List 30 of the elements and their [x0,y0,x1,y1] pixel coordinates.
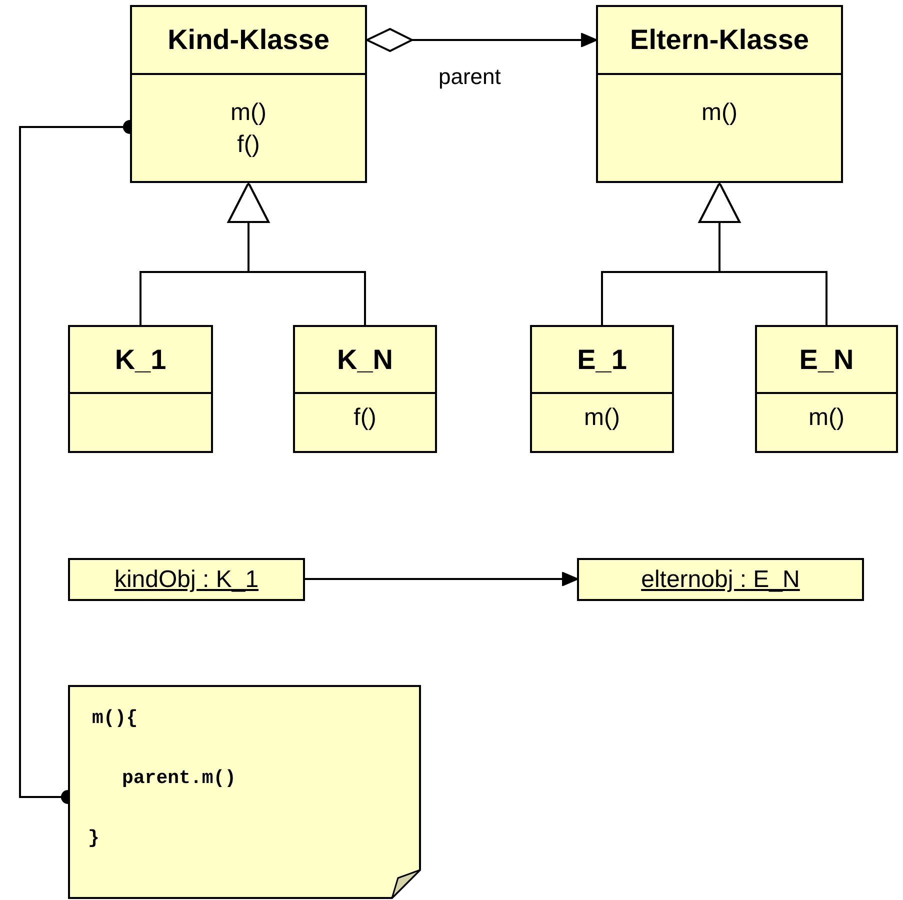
class-name: E_1 [577,344,627,376]
aggregation-arrow [366,28,597,52]
method-name: m() [808,403,844,433]
class-box [530,325,674,453]
class-box [130,5,367,183]
note-box [68,685,421,899]
generalization-arrow [228,182,366,325]
association-arrow [305,572,578,586]
object-box [68,558,305,601]
generalization-arrow [698,182,828,325]
method-name: f() [354,403,376,433]
code-line: m(){ [92,707,138,729]
class-name: Kind-Klasse [168,24,330,56]
code-line: } [88,827,100,849]
class-box [596,5,843,183]
code-line: parent.m() [122,767,236,789]
class-name: Eltern-Klasse [630,24,809,56]
object-name: kindObj : K_1 [114,566,259,594]
class-box [755,325,898,453]
method-name: m() [702,98,738,128]
method-name: f() [237,130,260,160]
object-name: elternobj : E_N [641,566,800,594]
class-box [293,325,437,453]
method-name: m() [584,403,620,433]
class-name: K_1 [114,344,166,376]
class-name: E_N [799,344,854,376]
object-box [577,558,864,601]
method-name: m() [230,98,266,128]
class-name: K_N [336,344,393,376]
class-box [68,325,213,453]
